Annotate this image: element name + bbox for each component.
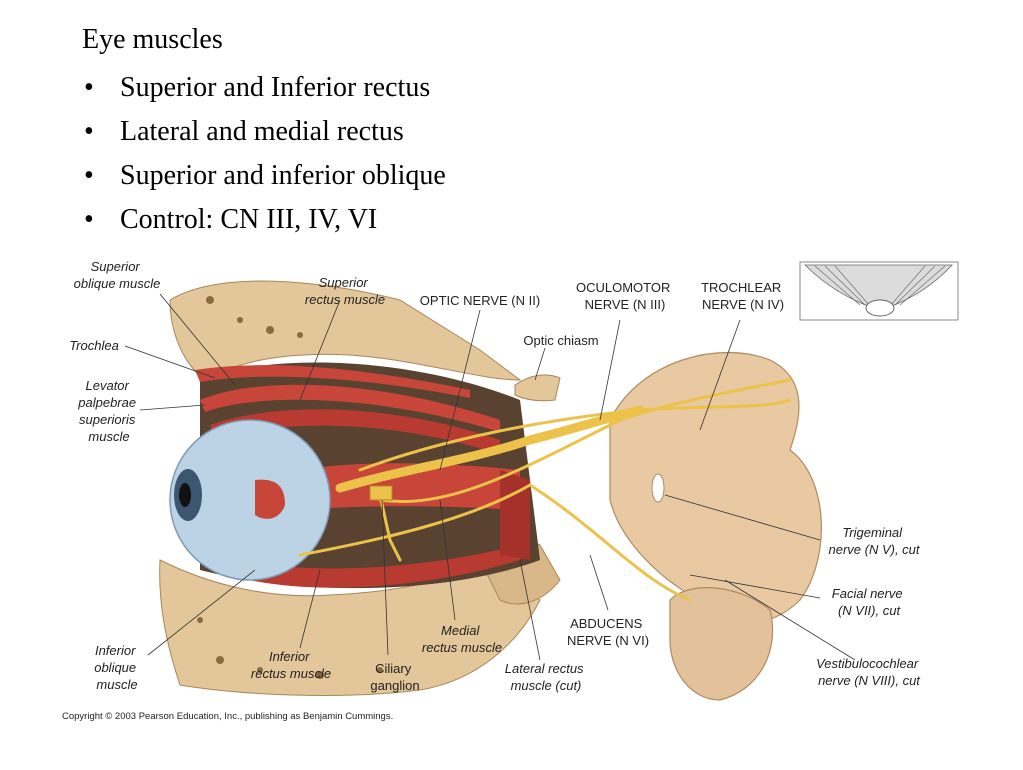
levator-muscle — [200, 384, 500, 432]
label-line: TROCHLEAR — [701, 280, 781, 295]
label-line: ABDUCENS — [570, 616, 643, 631]
label-line: oblique — [94, 660, 136, 675]
label-line: oblique muscle — [74, 276, 161, 291]
label-line: rectus muscle — [251, 666, 331, 681]
bullet-text: Control: CN III, IV, VI — [120, 204, 378, 235]
label-line: palpebrae — [77, 395, 136, 410]
eye-anatomy-diagram: Superior oblique muscle Superior rectus … — [62, 259, 959, 722]
superior-oblique-muscle-shape — [195, 365, 470, 398]
ciliary-ganglion-shape — [369, 485, 393, 501]
label-line: NERVE (N IV) — [702, 297, 784, 312]
label-medial-rectus: Medial rectus muscle — [422, 623, 502, 655]
label-line: Inferior — [95, 643, 136, 658]
cranial-nerves — [298, 378, 792, 602]
inset-thumbnail — [799, 261, 959, 321]
bullet-list: • Superior and Inferior rectus • Lateral a… — [82, 68, 446, 244]
label-line: NERVE (N III) — [585, 297, 666, 312]
inferior-rectus-muscle-shape — [240, 545, 520, 588]
label-line: superioris — [79, 412, 136, 427]
label-line: Medial — [441, 623, 480, 638]
label-optic-nerve: OPTIC NERVE (N II) — [420, 293, 540, 308]
label-line: Trigeminal — [842, 525, 903, 540]
label-trigeminal: Trigeminal nerve (N V), cut — [828, 525, 920, 557]
bullet-text: Superior and Inferior rectus — [120, 72, 431, 103]
label-line: Facial nerve — [832, 586, 903, 601]
lateral-rectus-muscle-shape — [500, 470, 530, 560]
label-line: Superior — [91, 259, 141, 274]
label-oculomotor: OCULOMOTOR NERVE (N III) — [576, 280, 674, 312]
superior-rectus-muscle-shape — [210, 409, 500, 455]
label-line: nerve (N V), cut — [828, 542, 920, 557]
label-levator: Levator palpebrae superioris muscle — [77, 378, 139, 444]
label-ciliary-ganglion: Ciliary ganglion — [370, 661, 419, 693]
medial-rectus-muscle-shape — [300, 463, 520, 510]
optic-chiasm-shape — [514, 374, 561, 402]
bullet-glyph: • — [84, 160, 94, 191]
label-vestibulocochlear: Vestibulocochlear nerve (N VIII), cut — [816, 656, 922, 688]
orbit-floor-bone — [159, 559, 541, 696]
label-line: Ciliary — [375, 661, 412, 676]
label-superior-oblique: Superior oblique muscle — [74, 259, 161, 291]
bullet-text: Superior and inferior oblique — [120, 160, 446, 191]
label-line: rectus muscle — [422, 640, 502, 655]
label-line: (N VII), cut — [838, 603, 902, 618]
label-abducens: ABDUCENS NERVE (N VI) — [567, 616, 649, 648]
brainstem — [609, 351, 822, 624]
label-line: Lateral rectus — [505, 661, 584, 676]
slide-heading: Eye muscles — [82, 24, 223, 55]
bullet-glyph: • — [84, 72, 94, 103]
label-line: nerve (N VIII), cut — [818, 673, 921, 688]
label-inferior-rectus: Inferior rectus muscle — [251, 649, 331, 681]
label-line: muscle — [88, 429, 129, 444]
pupil — [179, 483, 191, 507]
bullet-item: • Control: CN III, IV, VI — [82, 200, 446, 244]
label-line: Superior — [319, 275, 369, 290]
bullet-item: • Superior and inferior oblique — [82, 156, 446, 200]
label-facial: Facial nerve (N VII), cut — [832, 586, 906, 618]
label-line: Levator — [86, 378, 130, 393]
label-trochlear: TROCHLEAR NERVE (N IV) — [701, 280, 785, 312]
label-optic-chiasm: Optic chiasm — [523, 333, 598, 348]
label-line: Inferior — [269, 649, 310, 664]
label-line: Vestibulocochlear — [816, 656, 919, 671]
copyright-text: Copyright © 2003 Pearson Education, Inc.… — [62, 711, 393, 722]
eyeball-muscle-insert — [255, 479, 285, 519]
bullet-item: • Lateral and medial rectus — [82, 112, 446, 156]
eyeball — [169, 419, 331, 581]
label-inferior-oblique: Inferior oblique muscle — [94, 643, 140, 692]
brainstem-lower — [669, 587, 774, 701]
label-line: ganglion — [370, 678, 419, 693]
label-line: muscle — [96, 677, 137, 692]
label-trochlea: Trochlea — [69, 338, 119, 353]
label-lateral-rectus: Lateral rectus muscle (cut) — [505, 661, 587, 693]
brainstem-opening — [651, 473, 665, 503]
label-superior-rectus: Superior rectus muscle — [305, 275, 385, 307]
bullet-glyph: • — [84, 204, 94, 235]
label-line: OCULOMOTOR — [576, 280, 670, 295]
bone-pores — [197, 296, 383, 679]
label-line: NERVE (N VI) — [567, 633, 649, 648]
label-line: muscle (cut) — [511, 678, 582, 693]
leader-lines — [124, 293, 856, 661]
bullet-glyph: • — [84, 116, 94, 147]
bullet-text: Lateral and medial rectus — [120, 116, 404, 147]
bullet-item: • Superior and Inferior rectus — [82, 68, 446, 112]
label-line: rectus muscle — [305, 292, 385, 307]
